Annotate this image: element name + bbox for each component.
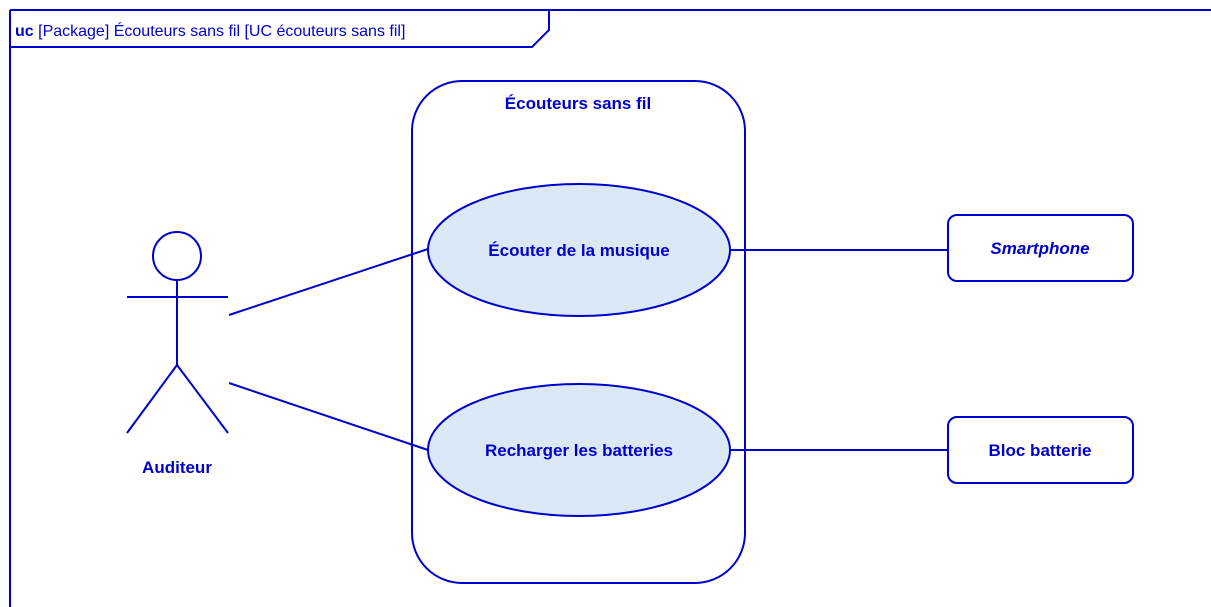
frame-title: [Package] Écouteurs sans fil [UC écouteu… (34, 21, 406, 40)
actor-smartphone[interactable]: Smartphone (947, 214, 1134, 282)
frame-keyword: uc (15, 23, 34, 40)
system-boundary[interactable]: Écouteurs sans fil (411, 80, 746, 584)
actor-auditeur-label: Auditeur (142, 458, 212, 477)
use-case-ecouter-musique-label: Écouter de la musique (488, 241, 669, 260)
diagram-frame: uc [Package] Écouteurs sans fil [UC écou… (9, 9, 1211, 607)
actor-bloc-batterie[interactable]: Bloc batterie (947, 416, 1134, 484)
association-auditeur-uc1[interactable] (228, 248, 429, 316)
system-name: Écouteurs sans fil (505, 94, 651, 113)
use-case-recharger-batteries[interactable]: Recharger les batteries (427, 383, 731, 517)
use-case-recharger-batteries-label: Recharger les batteries (485, 441, 673, 460)
frame-header-label: uc [Package] Écouteurs sans fil [UC écou… (15, 21, 405, 40)
use-case-ecouter-musique[interactable]: Écouter de la musique (427, 183, 731, 317)
frame-header-tab (10, 10, 550, 48)
associations (228, 248, 948, 451)
actor-right-leg (176, 364, 229, 434)
actor-auditeur[interactable]: Auditeur (126, 231, 229, 477)
actor-smartphone-label: Smartphone (990, 239, 1089, 258)
actor-left-leg (126, 364, 178, 434)
actor-bloc-batterie-label: Bloc batterie (989, 441, 1092, 460)
actor-head (152, 231, 202, 281)
association-auditeur-uc2[interactable] (228, 382, 429, 451)
